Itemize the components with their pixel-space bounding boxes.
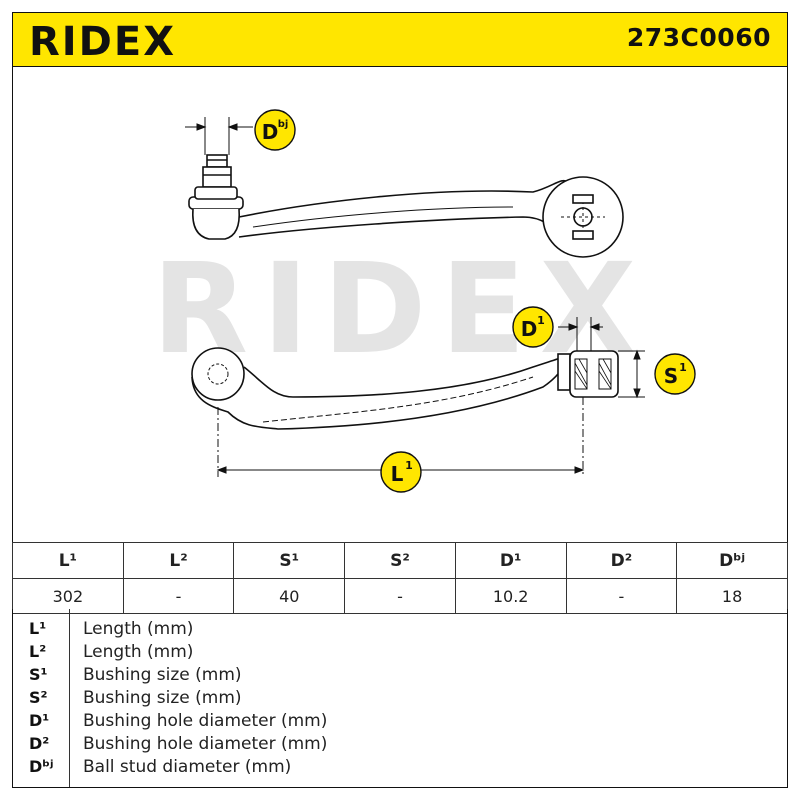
spec-value-s1: 40: [233, 578, 346, 614]
legend-desc: Bushing size (mm): [83, 665, 242, 685]
ridex-logo: RIDEX: [29, 19, 176, 61]
legend-code: L¹: [29, 619, 47, 638]
legend-desc: Bushing size (mm): [83, 688, 242, 708]
legend-code: L²: [29, 642, 47, 661]
spec-value-dbj: 18: [676, 578, 788, 614]
svg-text:1: 1: [679, 361, 687, 374]
spec-header-d1: D¹: [454, 542, 567, 579]
legend-code: D²: [29, 734, 50, 753]
specs-value-row: 302 - 40 - 10.2 - 18: [12, 578, 788, 614]
d1-dimension: [558, 317, 603, 351]
s1-dimension: [618, 349, 645, 399]
legend-item: S² Bushing size (mm): [13, 688, 787, 710]
legend: L¹ Length (mm) L² Length (mm) S¹ Bushing…: [12, 609, 788, 788]
spec-value-l2: -: [122, 578, 235, 614]
spec-header-l2: L²: [122, 542, 235, 579]
legend-desc: Bushing hole diameter (mm): [83, 734, 328, 754]
legend-item: Dᵇʲ Ball stud diameter (mm): [13, 757, 787, 779]
control-arm-top-view: [188, 154, 624, 258]
legend-item: L² Length (mm): [13, 642, 787, 664]
header-bar: RIDEX 273C0060: [12, 12, 788, 67]
legend-code: D¹: [29, 711, 50, 730]
svg-text:D: D: [521, 317, 538, 341]
spec-header-l1: L¹: [12, 542, 124, 579]
legend-item: D¹ Bushing hole diameter (mm): [13, 711, 787, 733]
spec-value-d1: 10.2: [454, 578, 567, 614]
svg-text:1: 1: [405, 459, 413, 472]
spec-header-s1: S¹: [233, 542, 346, 579]
dbj-dimension: [185, 117, 253, 155]
svg-text:L: L: [391, 462, 404, 486]
svg-text:1: 1: [537, 314, 545, 327]
logo-text: RIDEX: [29, 19, 176, 61]
dbj-badge: D bj: [254, 109, 296, 151]
technical-drawing: RIDEX: [12, 67, 788, 542]
drawing-canvas: RIDEX: [152, 109, 696, 493]
svg-text:bj: bj: [278, 119, 289, 130]
spec-header-s2: S²: [344, 542, 456, 579]
specs-table: L¹ L² S¹ S² D¹ D² Dᵇʲ 302 - 40 - 10.2 - …: [12, 542, 788, 614]
legend-desc: Length (mm): [83, 642, 194, 662]
d1-badge: D 1: [512, 306, 554, 348]
l1-badge: L 1: [380, 451, 422, 493]
s1-badge: S 1: [654, 353, 696, 395]
svg-text:D: D: [262, 120, 279, 144]
spec-header-d2: D²: [565, 542, 678, 579]
legend-desc: Ball stud diameter (mm): [83, 757, 292, 777]
legend-code: S²: [29, 688, 48, 707]
part-number: 273C0060: [626, 23, 771, 52]
legend-divider: [69, 609, 70, 787]
spec-value-l1: 302: [12, 578, 124, 614]
spec-header-dbj: Dᵇʲ: [676, 542, 788, 579]
svg-text:S: S: [664, 364, 678, 388]
legend-code: S¹: [29, 665, 48, 684]
legend-item: S¹ Bushing size (mm): [13, 665, 787, 687]
control-arm-side-view: [191, 347, 619, 430]
spec-value-s2: -: [344, 578, 456, 614]
legend-code: Dᵇʲ: [29, 757, 54, 776]
legend-desc: Length (mm): [83, 619, 194, 639]
spec-value-d2: -: [565, 578, 678, 614]
legend-item: D² Bushing hole diameter (mm): [13, 734, 787, 756]
specs-header-row: L¹ L² S¹ S² D¹ D² Dᵇʲ: [12, 542, 788, 579]
legend-desc: Bushing hole diameter (mm): [83, 711, 328, 731]
legend-item: L¹ Length (mm): [13, 619, 787, 641]
